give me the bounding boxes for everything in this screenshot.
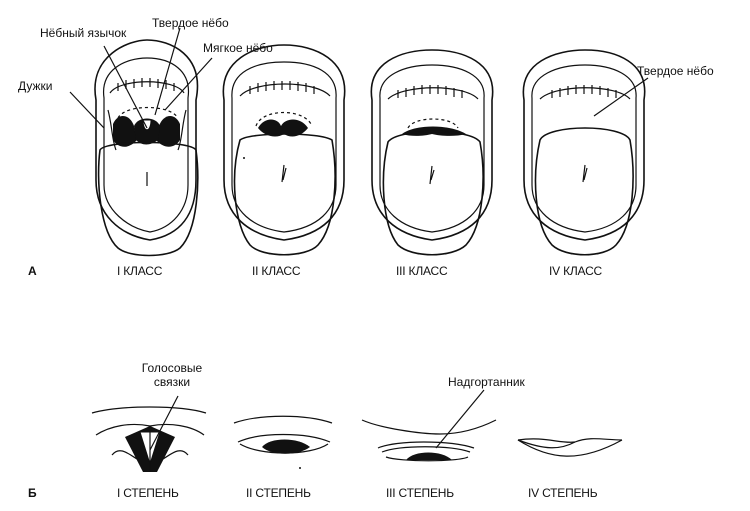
larynx-grade-1 xyxy=(91,406,207,472)
label-arches: Дужки xyxy=(18,79,53,93)
caption-class-2: II КЛАСС xyxy=(252,264,301,278)
label-soft-palate: Мягкое нёбо xyxy=(203,41,273,55)
label-uvula: Нёбный язычок xyxy=(40,26,127,40)
larynx-grade-3 xyxy=(361,419,497,462)
mouth-class-3 xyxy=(370,49,494,256)
label-hard-palate-right: Твердое нёбо xyxy=(637,64,714,78)
label-vocal-cords-line2: связки xyxy=(154,375,190,389)
caption-class-4: IV КЛАСС xyxy=(549,264,603,278)
caption-class-3: III КЛАСС xyxy=(396,264,448,278)
section-a-letter: А xyxy=(28,264,37,278)
larynx-grade-4 xyxy=(517,438,623,457)
mouth-class-4 xyxy=(522,49,646,256)
larynx-grade-2 xyxy=(233,415,333,469)
section-a-pointers xyxy=(69,27,649,129)
section-b-pointers xyxy=(149,389,485,451)
caption-grade-1: I СТЕПЕНЬ xyxy=(117,486,179,500)
mouth-class-2 xyxy=(222,44,346,256)
label-vocal-cords-line1: Голосовые xyxy=(142,361,203,375)
label-epiglottis: Надгортанник xyxy=(448,375,526,389)
section-b-letter: Б xyxy=(28,486,37,500)
caption-class-1: I КЛАСС xyxy=(117,264,163,278)
mouth-class-1 xyxy=(94,39,199,257)
label-hard-palate: Твердое нёбо xyxy=(152,16,229,30)
caption-grade-3: III СТЕПЕНЬ xyxy=(386,486,454,500)
caption-grade-4: IV СТЕПЕНЬ xyxy=(528,486,598,500)
caption-grade-2: II СТЕПЕНЬ xyxy=(246,486,311,500)
